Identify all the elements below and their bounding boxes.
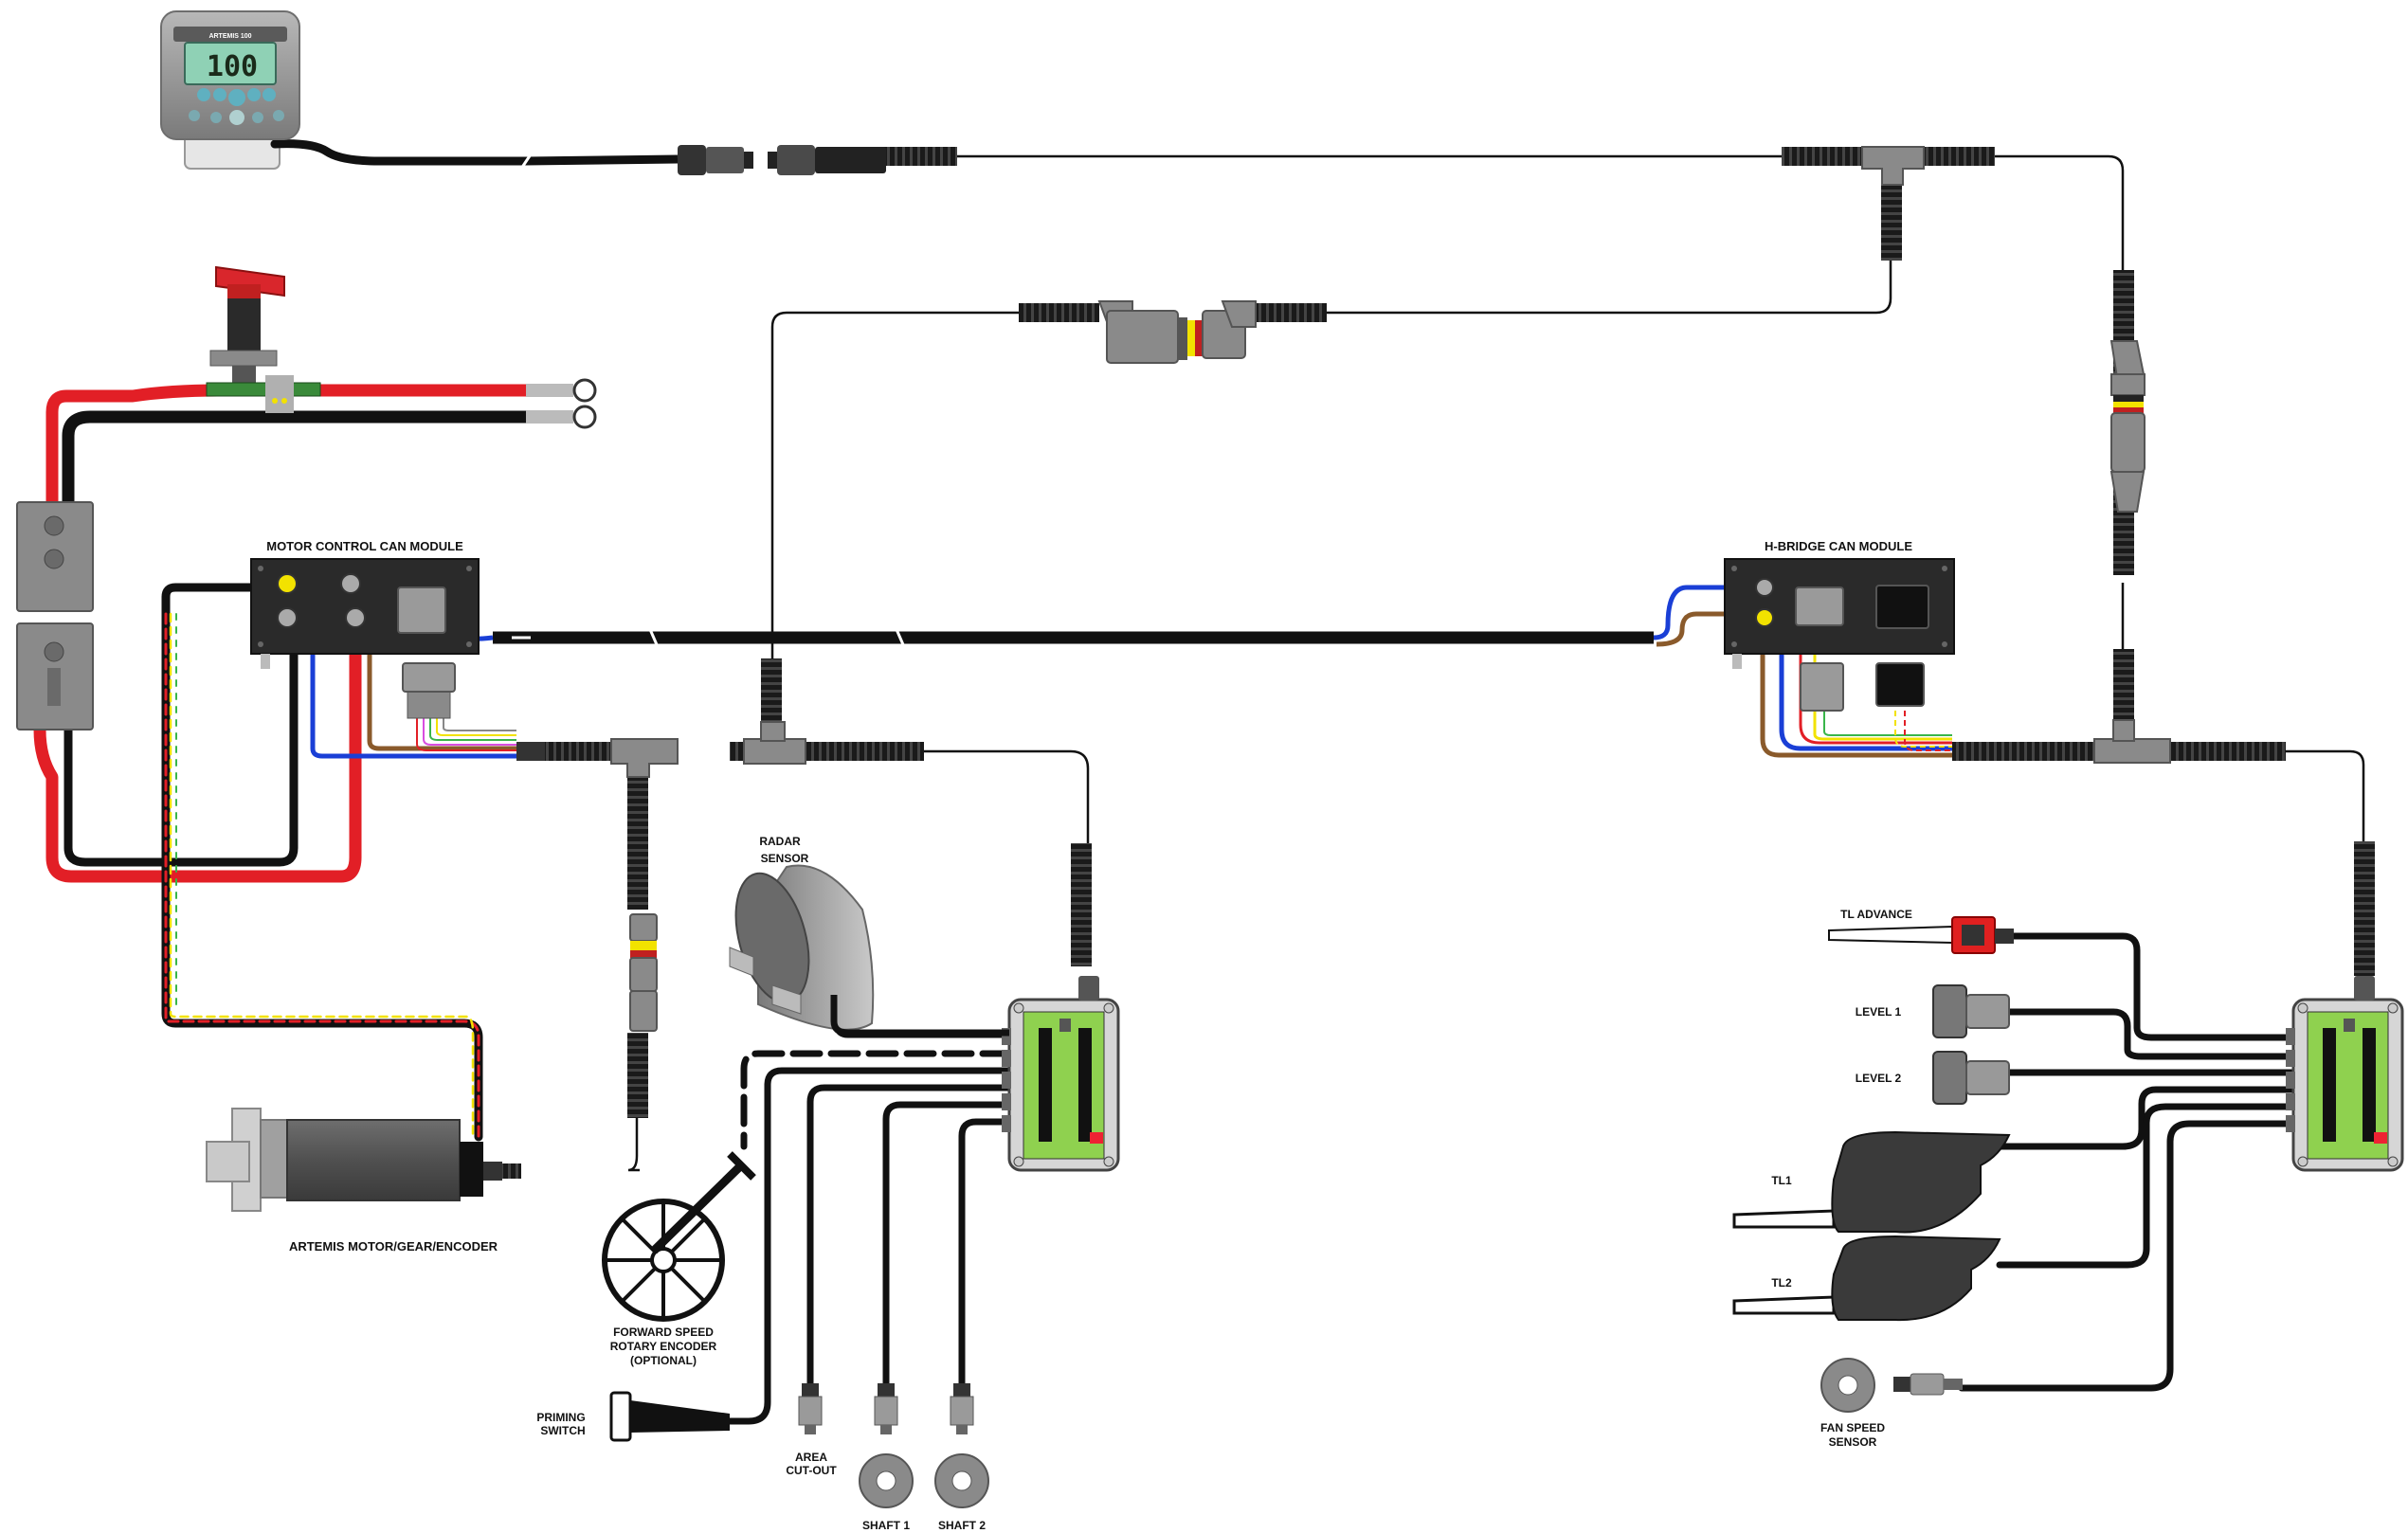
display-button-3[interactable] bbox=[228, 89, 245, 106]
tl-advance-label: TL ADVANCE bbox=[1840, 908, 1912, 921]
top-tee-connector bbox=[1861, 146, 1925, 186]
tl1-label: TL1 bbox=[1771, 1174, 1792, 1187]
display-title: ARTEMIS 100 bbox=[208, 33, 251, 40]
hbm-harness bbox=[1760, 606, 1952, 758]
can-bus-cables bbox=[627, 154, 2365, 1172]
battery-isolator bbox=[206, 265, 321, 413]
can-trunk-cable bbox=[378, 585, 1744, 650]
display-button-8[interactable] bbox=[229, 110, 244, 125]
motor-control-module-label: MOTOR CONTROL CAN MODULE bbox=[266, 539, 463, 553]
right-junction-box bbox=[2286, 976, 2404, 1172]
motor-control-can-module bbox=[250, 558, 480, 719]
radar-sensor bbox=[729, 864, 1009, 1037]
forward-speed-encoder bbox=[602, 1151, 756, 1322]
area-label-line2: CUT-OUT bbox=[786, 1464, 837, 1477]
display-button-2[interactable] bbox=[213, 88, 226, 101]
tl-advance-switch bbox=[1828, 916, 2014, 954]
shaft2-label: SHAFT 2 bbox=[938, 1519, 986, 1532]
level1-label: LEVEL 1 bbox=[1856, 1005, 1902, 1019]
anderson-connectors bbox=[16, 501, 94, 730]
priming-label-line1: PRIMING bbox=[536, 1411, 585, 1424]
fan-speed-sensor bbox=[1820, 1358, 1963, 1413]
battery-terminals bbox=[526, 378, 597, 429]
display-button-1[interactable] bbox=[197, 88, 210, 101]
right-jbox-cables bbox=[1958, 932, 2297, 1392]
fwd-label-line3: (OPTIONAL) bbox=[630, 1354, 697, 1367]
power-cables bbox=[33, 384, 533, 1142]
conduits bbox=[464, 147, 2375, 1179]
display-button-6[interactable] bbox=[189, 110, 200, 121]
level2-label: LEVEL 2 bbox=[1856, 1072, 1902, 1085]
shaft1-sensor bbox=[859, 1383, 914, 1508]
right-connector-stack bbox=[2109, 340, 2145, 513]
display-button-7[interactable] bbox=[210, 112, 222, 123]
level2-sensor bbox=[1932, 1051, 2010, 1105]
priming-switch bbox=[609, 1391, 730, 1442]
priming-label-line2: SWITCH bbox=[540, 1424, 585, 1437]
display-reading: 100 bbox=[207, 50, 258, 83]
display-connector-pair bbox=[678, 145, 886, 175]
fwd-label-line1: FORWARD SPEED bbox=[613, 1326, 714, 1339]
tl2-label: TL2 bbox=[1771, 1276, 1792, 1290]
h-bridge-can-module bbox=[1724, 558, 1955, 712]
mcm-harness bbox=[289, 604, 516, 759]
tl1-actuator bbox=[1732, 1130, 2011, 1234]
area-label-line1: AREA bbox=[795, 1451, 827, 1464]
mid-connector-pair bbox=[1097, 300, 1257, 364]
left-jbox-cables bbox=[726, 972, 1013, 1425]
shaft2-sensor bbox=[934, 1383, 989, 1508]
artemis-motor bbox=[206, 1108, 502, 1212]
area-cutout-sensor bbox=[798, 1383, 823, 1434]
display-button-4[interactable] bbox=[247, 88, 261, 101]
display-button-9[interactable] bbox=[252, 112, 263, 123]
motor-label: ARTEMIS MOTOR/GEAR/ENCODER bbox=[289, 1239, 498, 1253]
right-tee-connector bbox=[2093, 719, 2171, 764]
left-tee-connectors bbox=[516, 721, 806, 1032]
radar-label-line2: SENSOR bbox=[761, 852, 809, 865]
h-bridge-module-label: H-BRIDGE CAN MODULE bbox=[1765, 539, 1912, 553]
tl2-actuator bbox=[1732, 1235, 2001, 1322]
artemis-display: ARTEMIS 100 100 bbox=[160, 10, 679, 170]
radar-label-line1: RADAR bbox=[759, 835, 801, 848]
shaft1-label: SHAFT 1 bbox=[862, 1519, 910, 1532]
left-junction-box bbox=[1002, 976, 1120, 1172]
display-button-5[interactable] bbox=[263, 88, 276, 101]
fwd-label-line2: ROTARY ENCODER bbox=[610, 1340, 717, 1353]
level1-sensor bbox=[1932, 984, 2010, 1038]
fan-label-line1: FAN SPEED bbox=[1820, 1421, 1885, 1434]
fan-label-line2: SENSOR bbox=[1829, 1435, 1877, 1449]
display-button-10[interactable] bbox=[273, 110, 284, 121]
